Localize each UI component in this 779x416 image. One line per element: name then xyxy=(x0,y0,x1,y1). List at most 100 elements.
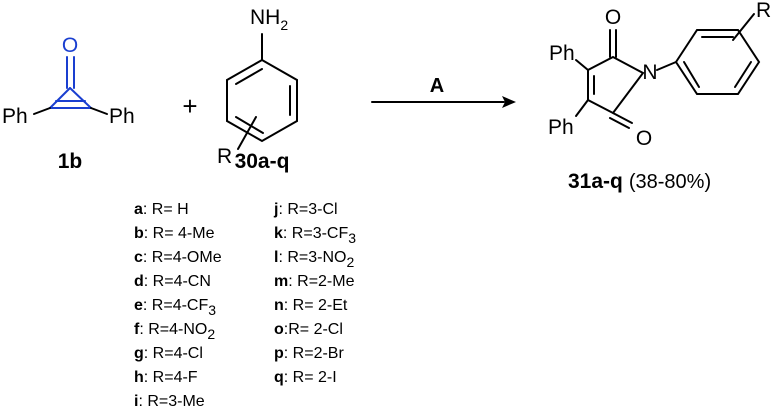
substituent-text: R=3-Cl xyxy=(283,201,338,218)
substituent-separator: : xyxy=(144,225,148,242)
substituent-letter: k xyxy=(274,225,283,242)
n-aryl-benzene-ring xyxy=(674,29,761,95)
substituent-text: R= H xyxy=(147,201,188,218)
substituent-text: R=4-NO xyxy=(144,321,208,338)
substituent-separator: : xyxy=(143,201,147,218)
substituent-item-g: g: R=4-Cl xyxy=(134,345,203,362)
aniline-nitrogen: NH2 xyxy=(250,6,288,33)
substituent-separator: : xyxy=(138,393,142,410)
reaction-arrow: A xyxy=(371,75,516,108)
substituent-item-e: e: R=4-CF3 xyxy=(134,297,216,318)
substituent-subscript: 2 xyxy=(207,326,215,342)
aniline-r-group: R xyxy=(217,145,232,168)
substituent-text: R=3-Me xyxy=(143,393,205,410)
substituent-text: R=3-CF xyxy=(287,225,348,242)
cyclopropenone-ring-left xyxy=(49,87,71,109)
aniline-inner-bond-3 xyxy=(235,68,263,85)
substituent-separator: : xyxy=(283,225,287,242)
substituent-item-h: h: R=4-F xyxy=(134,369,198,386)
substituent-item-d: d: R=4-CN xyxy=(134,273,211,290)
substituent-separator: : xyxy=(284,369,288,386)
substituent-item-q: q: R= 2-I xyxy=(274,369,337,386)
substituent-text: R=2-Me xyxy=(293,273,355,290)
substituent-text: R= 4-Me xyxy=(148,225,214,242)
maleimide-ring xyxy=(587,55,645,115)
arrow-head xyxy=(502,96,516,108)
substituent-item-b: b: R= 4-Me xyxy=(134,225,215,242)
product-r-group: R xyxy=(756,0,771,22)
substituent-item-n: n: R= 2-Et xyxy=(274,297,348,314)
aniline-benzene-ring xyxy=(226,58,298,143)
cyclopropenone-oxygen: O xyxy=(62,34,78,57)
substituent-text: R=4-CN xyxy=(148,273,211,290)
reactant-30-structure: NH2 R 30a-q xyxy=(217,6,298,173)
product-yield: (38-80%) xyxy=(629,171,711,193)
product-upper-phenyl: Ph xyxy=(549,42,575,65)
n-aryl-inner-bond-3 xyxy=(683,61,700,88)
product-bottom-oxygen: O xyxy=(636,127,652,150)
substituent-subscript: 3 xyxy=(348,230,356,246)
substituent-letter: n xyxy=(274,297,284,314)
substituent-separator: : xyxy=(284,321,288,338)
substituent-item-m: m: R=2-Me xyxy=(274,273,355,290)
substituent-item-k: k: R=3-CF3 xyxy=(274,225,356,246)
maleimide-bottom-co-a xyxy=(612,112,633,124)
bond-to-lower-ph xyxy=(575,99,589,117)
reactant1-left-phenyl: Ph xyxy=(2,105,28,128)
product-31-structure: O O N Ph Ph R 31a-q(38-80%) xyxy=(548,0,771,193)
substituent-letter: q xyxy=(274,369,284,386)
substituent-text: R=3-NO xyxy=(283,249,347,266)
substituent-item-i: i: R=3-Me xyxy=(134,393,205,410)
substituent-separator: : xyxy=(143,249,147,266)
substituent-text: R= 2-Cl xyxy=(288,321,343,338)
substituent-item-l: l: R=3-NO2 xyxy=(274,249,354,270)
substituent-letter: a xyxy=(134,201,143,218)
substituent-separator: : xyxy=(278,201,282,218)
substituent-item-o: o:R= 2-Cl xyxy=(274,321,343,338)
substituent-text: R=4-Cl xyxy=(148,345,203,362)
substituent-letter: e xyxy=(134,297,143,314)
compound-label-1b: 1b xyxy=(58,150,83,173)
bond-to-right-ph xyxy=(90,107,108,115)
aniline-nh2-subscript: 2 xyxy=(280,17,288,33)
substituent-text: R= 2-Et xyxy=(288,297,348,314)
aniline-r-bond xyxy=(237,116,257,150)
substituent-subscript: 2 xyxy=(346,254,354,270)
substituent-separator: : xyxy=(144,345,148,362)
substituent-text: R=4-OMe xyxy=(147,249,221,266)
aniline-inner-bond-2 xyxy=(235,116,264,134)
substituent-item-p: p: R=2-Br xyxy=(274,345,344,362)
product-lower-phenyl: Ph xyxy=(548,116,574,139)
substituent-separator: : xyxy=(144,369,148,386)
cyclopropenone-ring-right xyxy=(69,87,92,109)
substituent-letter: f xyxy=(134,321,140,338)
product-label-line: 31a-q (38-80%) xyxy=(568,170,711,193)
substituent-letter: b xyxy=(134,225,144,242)
n-aryl-r-bond xyxy=(732,13,755,41)
reactant-1b-structure: O Ph Ph 1b xyxy=(2,34,135,173)
plus-sign: + xyxy=(182,91,197,121)
substituent-text: R=4-F xyxy=(148,369,198,386)
product-top-oxygen: O xyxy=(605,6,621,29)
n-aryl-inner-bond-2 xyxy=(734,61,752,88)
substituent-letter: l xyxy=(274,249,278,266)
substituent-separator: : xyxy=(284,297,288,314)
substituent-letter: m xyxy=(274,273,288,290)
substituent-item-j: j: R=3-Cl xyxy=(273,201,338,218)
aniline-nh: NH xyxy=(250,6,280,29)
substituent-letter: i xyxy=(134,393,138,410)
substituent-item-c: c: R=4-OMe xyxy=(134,249,222,266)
compound-label-31a-q: 31a-q xyxy=(568,170,623,193)
substituent-separator: : xyxy=(143,297,147,314)
substituent-letter: o xyxy=(274,321,284,338)
compound-label-30a-q: 30a-q xyxy=(235,150,290,173)
substituent-text: R=2-Br xyxy=(288,345,344,362)
substituent-list-col2: j: R=3-Cl k: R=3-CF3 l: R=3-NO2 m: R=2-Me n:… xyxy=(273,201,356,386)
substituent-separator: : xyxy=(284,345,288,362)
substituent-item-a: a: R= H xyxy=(134,201,189,218)
substituent-separator: : xyxy=(139,321,143,338)
bond-to-left-ph xyxy=(33,107,51,115)
reactant1-right-phenyl: Ph xyxy=(109,105,135,128)
